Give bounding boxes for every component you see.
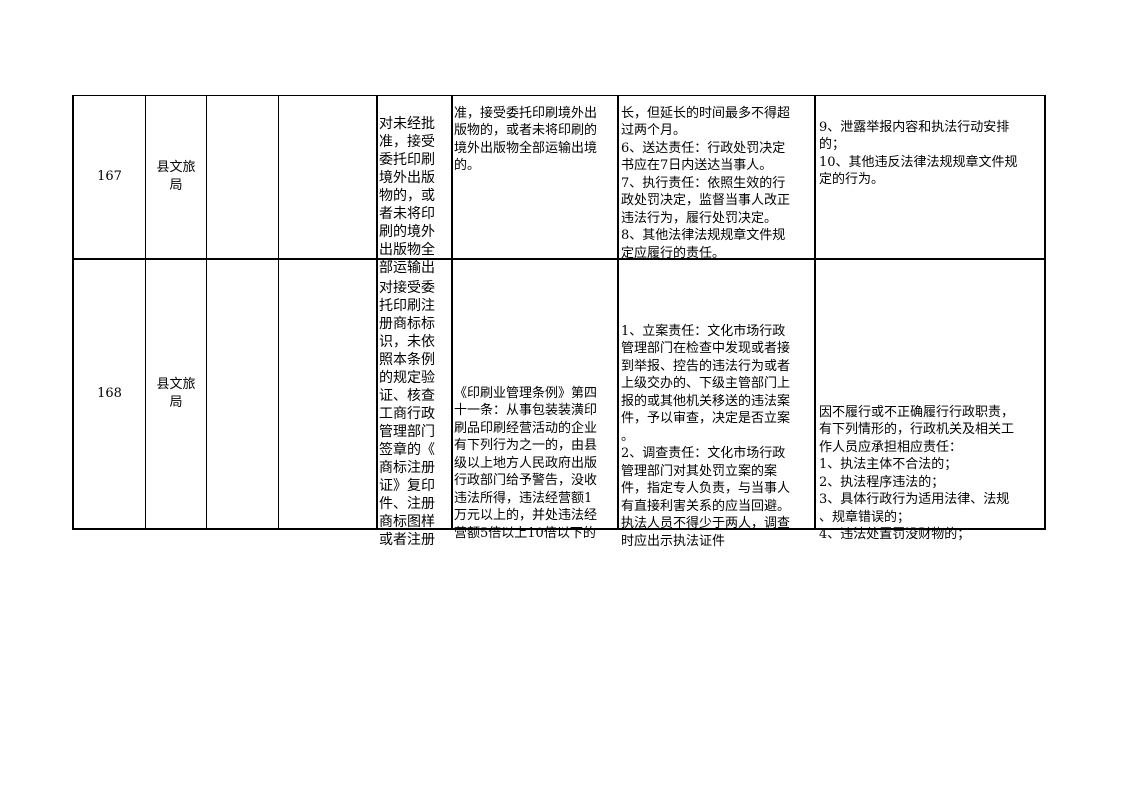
grid-line-top — [72, 95, 1046, 96]
basis-text: 准，接受委托印刷境外出 版物的，或者未将印刷的 境外出版物全部运输出境 的。 — [454, 105, 598, 174]
grid-line-col-5 — [617, 95, 619, 530]
row-167-empty-cell-a[interactable] — [207, 96, 278, 258]
responsibility-text: 长，但延长的时间最多不得超 过两个月。 6、送达责任：行政处罚决定 书应在7日内… — [621, 105, 791, 261]
responsibility-text: 1、立案责任：文化市场行政 管理部门在检查中发现或者接 到举报、控告的违法行为或… — [621, 323, 791, 549]
grid-line-col-2 — [206, 95, 207, 530]
row-167-empty-cell-b[interactable] — [279, 96, 376, 258]
grid-line-col-4b — [451, 95, 453, 530]
grid-line-bottom — [72, 528, 1046, 530]
row-168-empty-cell-b[interactable] — [279, 260, 376, 528]
grid-line-col-7 — [1044, 95, 1046, 530]
grid-line-col-6 — [814, 95, 816, 530]
grid-line-col-3 — [278, 95, 279, 530]
grid-line-col-0 — [72, 95, 74, 530]
row-167-number-cell[interactable]: 167 — [74, 96, 145, 258]
row-168-number-cell[interactable]: 168 — [74, 260, 145, 528]
matter-text: 对接受委 托印刷注 册商标标 识，未依 照本条例 的规定验 证、核查 工商行政 … — [379, 280, 435, 548]
row-167-department-cell[interactable]: 县文旅 局 — [146, 96, 206, 258]
row-168-empty-cell-a[interactable] — [207, 260, 278, 528]
grid-line-col-1 — [145, 95, 146, 530]
accountability-text: 因不履行或不正确履行行政职责， 有下列情形的，行政机关及相关工 作人员应承担相应… — [819, 404, 1015, 543]
row-168-basis-cell[interactable]: 《印刷业管理条例》第四 十一条：从事包装装潢印 刷品印刷经营活动的企业 有下列行… — [453, 260, 617, 541]
row-number: 168 — [97, 386, 122, 402]
row-167-basis-cell[interactable]: 准，接受委托印刷境外出 版物的，或者未将印刷的 境外出版物全部运输出境 的。 — [453, 96, 617, 258]
grid-line-middle — [72, 258, 1046, 260]
row-168-accountability-cell[interactable]: 因不履行或不正确履行行政职责， 有下列情形的，行政机关及相关工 作人员应承担相应… — [816, 260, 1044, 543]
row-168-department-cell[interactable]: 县文旅 局 — [146, 260, 206, 528]
basis-text: 《印刷业管理条例》第四 十一条：从事包装装潢印 刷品印刷经营活动的企业 有下列行… — [454, 385, 598, 541]
matter-text: 对未经批 准，接受 委托印刷 境外出版 物的，或 者未将印 刷的境外 出版物全 … — [379, 116, 435, 276]
row-168-responsibility-cell[interactable]: 1、立案责任：文化市场行政 管理部门在检查中发现或者接 到举报、控告的违法行为或… — [619, 260, 814, 549]
row-167-matter-cell[interactable]: 对未经批 准，接受 委托印刷 境外出版 物的，或 者未将印 刷的境外 出版物全 … — [379, 96, 451, 276]
row-167-responsibility-cell[interactable]: 长，但延长的时间最多不得超 过两个月。 6、送达责任：行政处罚决定 书应在7日内… — [619, 96, 814, 261]
row-167-accountability-cell[interactable]: 9、泄露举报内容和执法行动安排 的； 10、其他违反法律法规规章文件规 定的行为… — [816, 96, 1044, 258]
accountability-text: 9、泄露举报内容和执法行动安排 的； 10、其他违反法律法规规章文件规 定的行为… — [819, 119, 1018, 188]
grid-line-col-4a — [376, 95, 378, 530]
department-name: 县文旅 局 — [156, 377, 196, 410]
row-168-matter-cell[interactable]: 对接受委 托印刷注 册商标标 识，未依 照本条例 的规定验 证、核查 工商行政 … — [379, 260, 451, 548]
row-number: 167 — [97, 169, 122, 185]
department-name: 县文旅 局 — [156, 160, 196, 193]
